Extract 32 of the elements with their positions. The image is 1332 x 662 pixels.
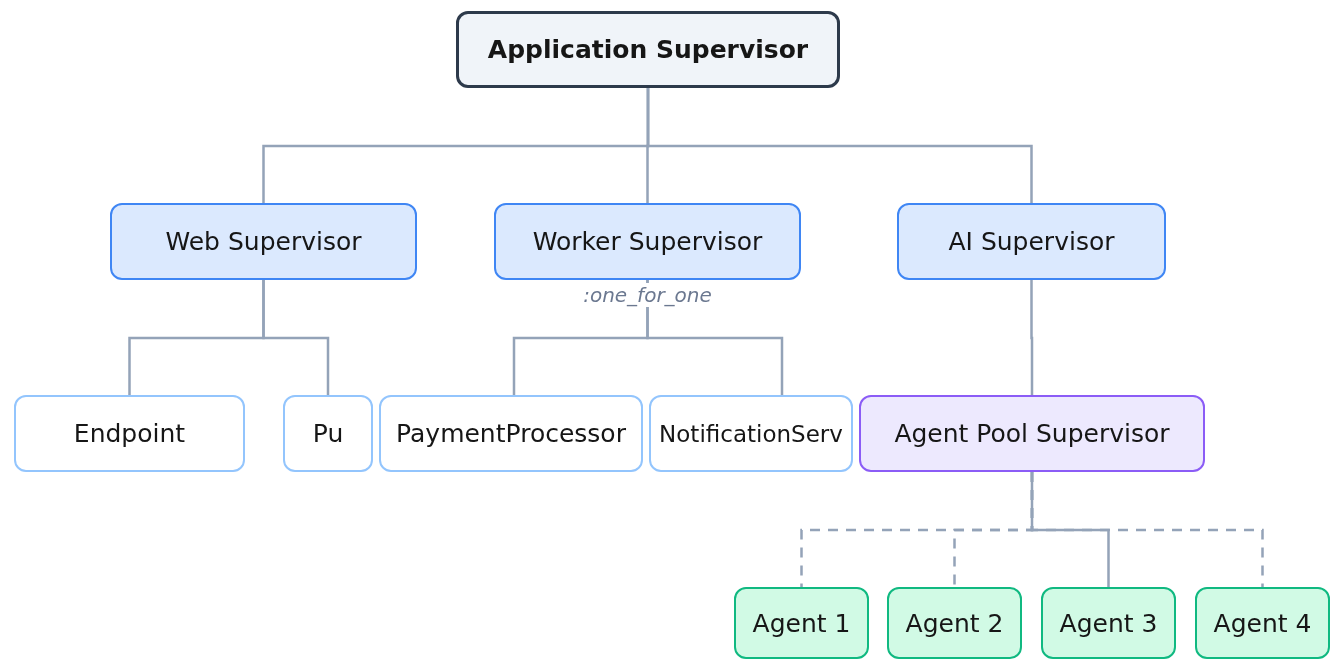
- supervisor-box: [897, 203, 1166, 280]
- supervisor-box: [859, 395, 1205, 472]
- node-label: PaymentProcessor: [396, 419, 626, 448]
- node-label: Endpoint: [73, 419, 186, 448]
- supervisor-box: [110, 203, 417, 280]
- node-label: Application Supervisor: [487, 35, 809, 64]
- node-label: NotificationServ: [659, 420, 843, 447]
- node-label: Pu: [312, 419, 344, 448]
- connector-line: [646, 280, 784, 395]
- node-label: Agent 2: [905, 608, 1004, 638]
- supervisor-box: [456, 11, 840, 88]
- node-label: AI Supervisor: [948, 227, 1115, 256]
- connector-line: [1030, 472, 1264, 587]
- agent-box: [1041, 587, 1176, 659]
- strategy-label: :one_for_one: [581, 283, 714, 307]
- node-label: Agent 1: [752, 608, 851, 638]
- node-label: Agent Pool Supervisor: [894, 419, 1170, 448]
- node-label: Agent 4: [1213, 608, 1312, 638]
- supervisor-box: [494, 203, 801, 280]
- node-label: Web Supervisor: [165, 227, 362, 256]
- agent-box: [887, 587, 1022, 659]
- connector-line: [1030, 280, 1034, 395]
- process-box: [283, 395, 373, 472]
- agent-box: [734, 587, 869, 659]
- process-box: [649, 395, 853, 472]
- process-box: [14, 395, 245, 472]
- node-label: Agent 3: [1059, 608, 1158, 638]
- connector-line: [262, 280, 330, 395]
- process-box: [379, 395, 643, 472]
- agent-box: [1195, 587, 1330, 659]
- connector-line: [646, 88, 1033, 203]
- node-label: Worker Supervisor: [532, 227, 763, 256]
